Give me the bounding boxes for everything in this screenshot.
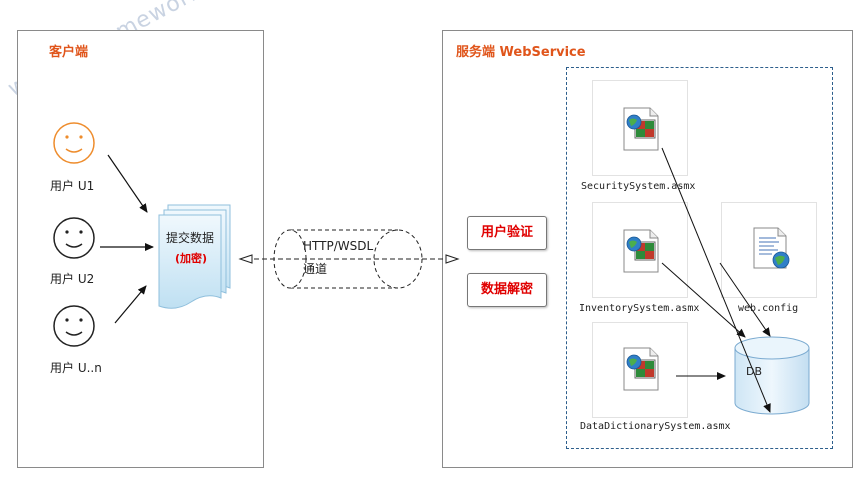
submit-data-label: 提交数据 bbox=[166, 231, 215, 245]
encrypt-label: (加密) bbox=[175, 252, 208, 265]
inventory-service-label: InventorySystem.asmx bbox=[579, 303, 700, 314]
arrow-inventory-to-db bbox=[661, 262, 746, 338]
channel-arrow bbox=[238, 254, 460, 264]
channel-protocol-label: HTTP/WSDL bbox=[303, 239, 374, 253]
smiley-icon-u1 bbox=[53, 122, 95, 164]
database-icon bbox=[734, 336, 810, 415]
database-label: DB bbox=[746, 365, 763, 378]
webconfig-label: web.config bbox=[738, 303, 799, 314]
arrow-u1-to-data bbox=[107, 154, 148, 213]
channel-name-label: 通道 bbox=[303, 262, 328, 276]
server-panel-title: 服务端 WebService bbox=[456, 45, 586, 60]
user-label-un: 用户 U..n bbox=[50, 361, 102, 375]
inventory-service-box bbox=[592, 202, 688, 298]
security-service-label: SecuritySystem.asmx bbox=[581, 181, 696, 192]
user-label-u1: 用户 U1 bbox=[50, 179, 95, 193]
asmx-file-icon bbox=[623, 107, 659, 151]
arrow-security-to-db bbox=[661, 147, 771, 413]
config-file-icon bbox=[753, 227, 790, 269]
smiley-icon-u2 bbox=[53, 217, 95, 259]
asmx-file-icon bbox=[623, 347, 659, 391]
services-container bbox=[566, 67, 833, 449]
arrow-webconfig-to-db bbox=[719, 262, 771, 337]
webconfig-box bbox=[721, 202, 817, 298]
user-label-u2: 用户 U2 bbox=[50, 272, 95, 286]
datadictionary-service-label: DataDictionarySystem.asmx bbox=[580, 421, 731, 432]
user-auth-button: 用户验证 bbox=[467, 216, 547, 250]
document-stack-icon bbox=[158, 204, 231, 309]
smiley-icon-un bbox=[53, 305, 95, 347]
arrow-un-to-data bbox=[114, 285, 147, 324]
client-panel-title: 客户端 bbox=[49, 45, 89, 60]
asmx-file-icon bbox=[623, 229, 659, 273]
data-decrypt-button: 数据解密 bbox=[467, 273, 547, 307]
